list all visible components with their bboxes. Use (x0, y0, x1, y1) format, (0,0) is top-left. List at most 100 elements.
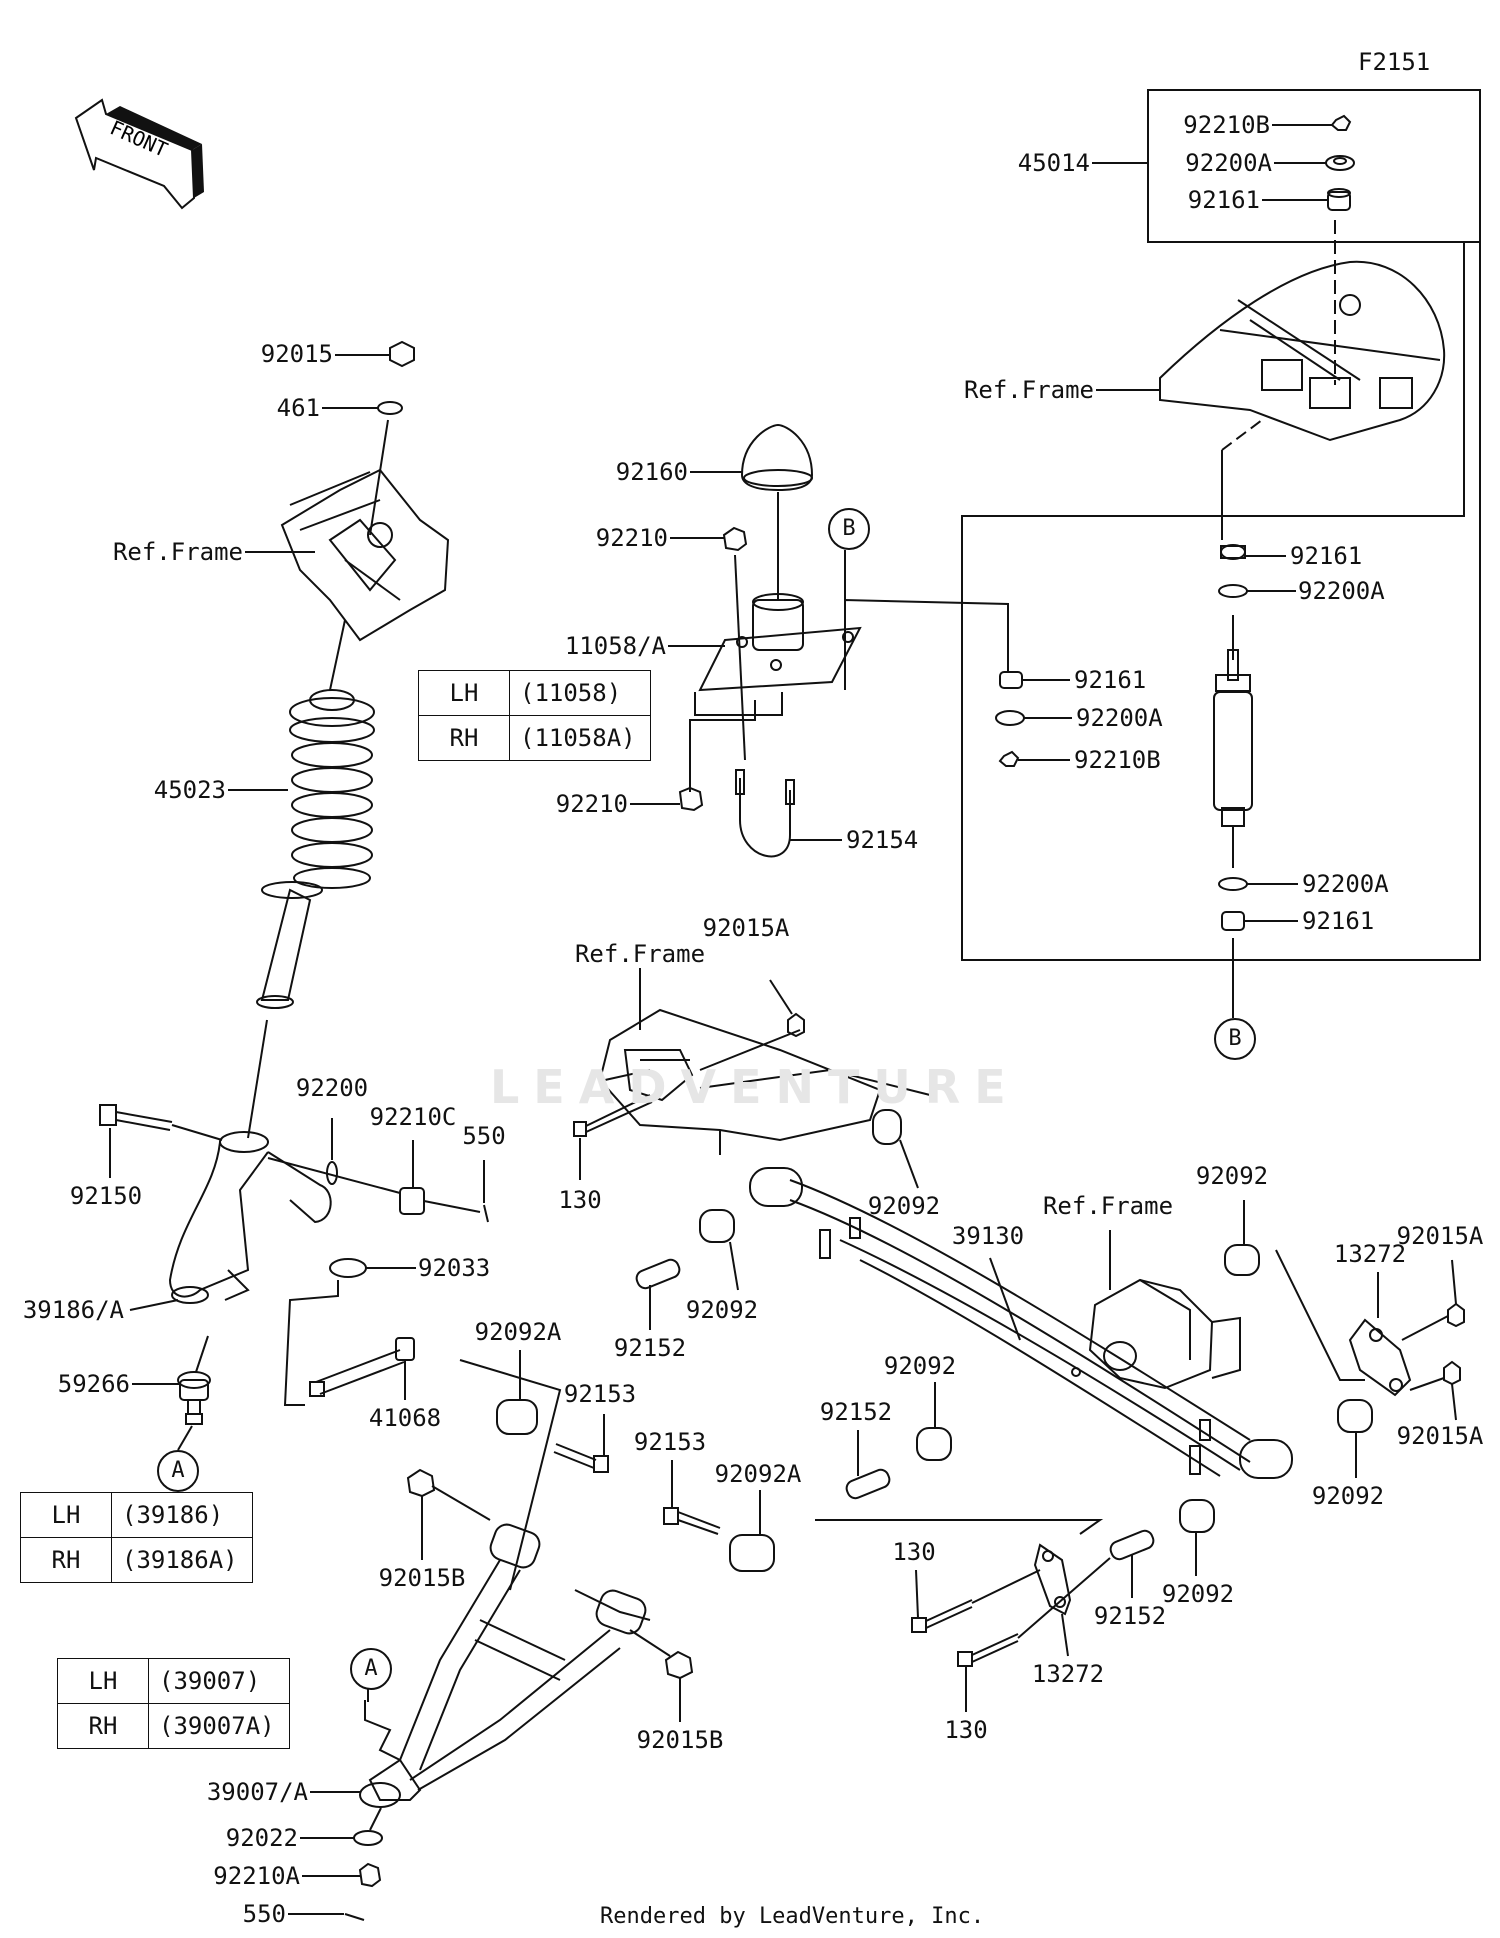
nut-92015 (389, 340, 415, 368)
bushing-92092A-a (496, 1399, 538, 1435)
label-92210A: 92210A (213, 1862, 300, 1890)
nut-92015B-b (664, 1650, 694, 1680)
nut-92210-bottom (678, 786, 704, 812)
cotter-550-top (483, 1204, 489, 1223)
label-92150: 92150 (69, 1182, 143, 1210)
sleeve-92152-c (1109, 1529, 1155, 1561)
label-92092-d: 92092 (883, 1352, 957, 1380)
label-92210B-mid: 92210B (1074, 746, 1161, 774)
label-92210-top: 92210 (595, 524, 668, 552)
side-lh: LH (57, 1658, 149, 1704)
front-shock-45023 (256, 689, 375, 1009)
part-lh: (11058) (509, 670, 651, 716)
label-92015: 92015 (260, 340, 333, 368)
rear-shock-absorber (1213, 544, 1253, 931)
label-550-top: 550 (462, 1122, 506, 1150)
steering-knuckle-39186 (168, 1131, 332, 1304)
rear-frame-right (1088, 1278, 1241, 1390)
label-92015A-right1: 92015A (1396, 1222, 1484, 1250)
label-92210-bottom: 92210 (555, 790, 628, 818)
label-92092-e: 92092 (1311, 1482, 1385, 1510)
label-92015A-right2: 92015A (1396, 1422, 1484, 1450)
shock-bracket (961, 242, 1481, 961)
label-92154: 92154 (846, 826, 919, 854)
pivot-pin-41068 (309, 1337, 415, 1397)
label-92092-b: 92092 (1195, 1162, 1269, 1190)
label-92152-b: 92152 (819, 1398, 893, 1426)
label-39007A: 39007/A (206, 1778, 308, 1806)
figure-code: F2151 (1358, 48, 1431, 76)
label-ref-frame-right: Ref.Frame (1042, 1192, 1174, 1220)
label-92161-top: 92161 (1187, 186, 1260, 214)
side-lh: LH (20, 1492, 112, 1538)
rear-frame-top-right (1159, 220, 1446, 442)
label-59266: 59266 (57, 1370, 130, 1398)
castle-nut-92210C (399, 1187, 425, 1215)
washer-92200 (326, 1161, 338, 1185)
part-rh: (11058A) (509, 715, 651, 761)
label-92161-shock-bottom: 92161 (1302, 907, 1375, 935)
label-13272-right: 13272 (1333, 1240, 1407, 1268)
table-row: LH(11058) (418, 670, 651, 716)
nut-92210B-top (1330, 114, 1352, 131)
bushing-92092-d (916, 1427, 952, 1461)
label-92092-c: 92092 (685, 1296, 759, 1324)
label-11058A: 11058/A (564, 632, 666, 660)
part-lh: (39186) (111, 1492, 253, 1538)
label-92092-f: 92092 (1161, 1580, 1235, 1608)
label-550-bottom: 550 (242, 1900, 286, 1928)
label-461: 461 (276, 394, 320, 422)
label-92153-b: 92153 (633, 1428, 707, 1456)
label-130-mid: 130 (892, 1538, 936, 1566)
part-rh: (39186A) (111, 1537, 253, 1583)
shackle-13272-right (1348, 1318, 1412, 1397)
part-rh: (39007A) (148, 1703, 290, 1749)
callout-b-bottom: B (1214, 1018, 1256, 1060)
label-ref-frame-left: Ref.Frame (112, 538, 243, 566)
label-92152-c: 92152 (1093, 1602, 1167, 1630)
label-ref-frame-top-right: Ref.Frame (963, 376, 1094, 404)
bushing-92161-mid (999, 671, 1023, 689)
kit-box-45014 (1147, 89, 1481, 243)
front-frame-upper-left (280, 468, 450, 642)
bushing-92092-a (872, 1109, 902, 1145)
table-row: RH(39186A) (20, 1537, 253, 1583)
bolt-130-top (573, 1094, 653, 1137)
label-92200A-shock-top: 92200A (1298, 577, 1385, 605)
label-92092A-a: 92092A (474, 1318, 562, 1346)
footer-credit: Rendered by LeadVenture, Inc. (600, 1904, 985, 1929)
table-row: RH(39007A) (57, 1703, 290, 1749)
table-39007: LH(39007) RH(39007A) (57, 1658, 290, 1749)
label-92092-a: 92092 (867, 1192, 941, 1220)
nut-92015A-top (787, 1012, 805, 1038)
bolt-130-mid (911, 1599, 973, 1633)
label-92092A-b: 92092A (714, 1460, 802, 1488)
bushing-92161-top (1327, 188, 1351, 211)
callout-a-arm: A (350, 1648, 392, 1690)
part-lh: (39007) (148, 1658, 290, 1704)
lower-a-arm-39007 (359, 1523, 647, 1808)
label-92210C: 92210C (369, 1103, 457, 1131)
bracket-11058 (698, 593, 862, 692)
nut-92015A-right1 (1447, 1302, 1465, 1328)
side-lh: LH (418, 670, 510, 716)
label-92160: 92160 (615, 458, 688, 486)
table-39186: LH(39186) RH(39186A) (20, 1492, 253, 1583)
label-92015B-b: 92015B (636, 1726, 724, 1754)
label-92200A-shock-bottom: 92200A (1302, 870, 1389, 898)
label-92200A-top: 92200A (1185, 149, 1272, 177)
table-row: LH(39186) (20, 1492, 253, 1538)
washer-461 (377, 401, 403, 415)
castle-nut-92210A (358, 1862, 382, 1888)
side-rh: RH (20, 1537, 112, 1583)
washer-92200A-mid (995, 710, 1025, 726)
label-39186A: 39186/A (22, 1296, 124, 1324)
side-rh: RH (418, 715, 510, 761)
cotter-550-bottom (344, 1913, 365, 1921)
label-92015A-top: 92015A (702, 914, 790, 942)
nut-92015A-right2 (1443, 1360, 1461, 1386)
sleeve-92152-a (635, 1258, 681, 1290)
washer-92022 (353, 1830, 383, 1846)
u-bolt-92154 (735, 769, 795, 858)
